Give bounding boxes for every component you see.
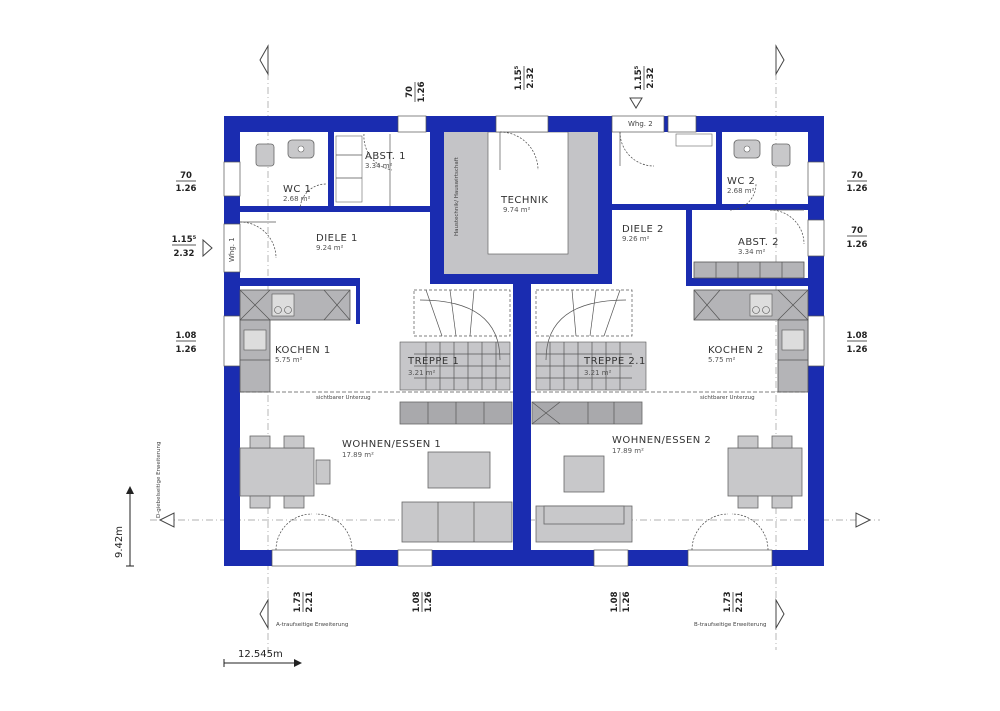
room-area-treppe1: 3.21 m² <box>408 369 436 377</box>
whg2-label: Whg. 2 <box>628 120 653 128</box>
kitchen-1-counters <box>239 289 351 393</box>
room-name-technik: TECHNIK <box>500 195 548 206</box>
svg-text:1.73: 1.73 <box>723 591 733 612</box>
right-dimensions: 70 1.26 70 1.26 1.08 1.26 <box>847 171 868 355</box>
coffee-table-1 <box>427 451 491 489</box>
giebel-label: D-giebelseitige Erweiterung <box>156 441 162 518</box>
room-name-kochen2: KOCHEN 2 <box>708 345 764 356</box>
left-dimensions: 70 1.26 1.15⁵ 2.32 1.08 1.26 <box>172 171 197 355</box>
svg-text:1.26: 1.26 <box>622 591 632 612</box>
abst2-shelves <box>693 261 805 279</box>
svg-text:1.15⁵: 1.15⁵ <box>172 235 197 245</box>
depth-dimension: 9.42m <box>114 526 125 558</box>
windows <box>223 115 825 567</box>
room-name-abst1: ABST. 1 <box>365 151 406 162</box>
room-area-kochen2: 5.75 m² <box>708 356 736 364</box>
svg-text:2.21: 2.21 <box>305 591 315 612</box>
svg-text:1.08: 1.08 <box>412 591 422 612</box>
inner-walls <box>240 116 808 566</box>
svg-text:1.26: 1.26 <box>176 345 197 355</box>
svg-text:70: 70 <box>851 226 863 236</box>
room-name-wohnen2: WOHNEN/ESSEN 2 <box>612 435 711 446</box>
room-area-abst2: 3.34 m² <box>738 248 766 256</box>
svg-text:1.73: 1.73 <box>293 591 303 612</box>
room-area-diele2: 9.26 m² <box>622 235 650 243</box>
room-name-treppe2: TREPPE 2.1 <box>583 356 646 367</box>
svg-text:1.26: 1.26 <box>847 345 868 355</box>
svg-text:1.26: 1.26 <box>417 81 427 102</box>
svg-text:1.08: 1.08 <box>847 331 868 341</box>
top-dimensions: 70 1.26 1.15⁵ 2.32 1.15⁵ 2.32 <box>405 65 656 102</box>
a-trauf-label: A-traufseitige Erweiterung <box>276 622 348 628</box>
sofa-2 <box>535 505 633 543</box>
staircase-2 <box>535 289 647 391</box>
svg-text:1.26: 1.26 <box>176 184 197 194</box>
dining-set-1 <box>239 435 331 509</box>
room-area-technik: 9.74 m² <box>503 206 531 214</box>
room-name-abst2: ABST. 2 <box>738 237 779 248</box>
svg-text:70: 70 <box>405 86 415 98</box>
room-name-wc2: WC 2 <box>727 176 755 187</box>
b-trauf-label: B-traufseitige Erweiterung <box>694 622 766 628</box>
room-area-wc2: 2.68 m² <box>727 187 755 195</box>
room-name-wc1: WC 1 <box>283 184 311 195</box>
staircase-1 <box>399 289 511 391</box>
svg-text:2.32: 2.32 <box>646 67 656 88</box>
built-in-cabinets <box>399 401 643 425</box>
room-name-treppe1: TREPPE 1 <box>407 356 459 367</box>
room-name-kochen1: KOCHEN 1 <box>275 345 331 356</box>
svg-text:1.08: 1.08 <box>610 591 620 612</box>
room-area-wohnen1: 17.89 m² <box>342 451 374 459</box>
room-area-wohnen2: 17.89 m² <box>612 447 644 455</box>
svg-text:1.08: 1.08 <box>176 331 197 341</box>
coffee-table-2 <box>563 455 605 493</box>
whg1-label: Whg. 1 <box>228 237 236 262</box>
svg-text:2.21: 2.21 <box>735 591 745 612</box>
room-area-treppe2: 3.21 m² <box>584 369 612 377</box>
svg-text:70: 70 <box>180 171 192 181</box>
haustechnik-label: Haustechnik/ Hauswirtschaft <box>454 156 460 236</box>
room-name-diele2: DIELE 2 <box>622 224 664 235</box>
svg-text:2.32: 2.32 <box>174 249 195 259</box>
room-name-wohnen1: WOHNEN/ESSEN 1 <box>342 439 441 450</box>
extension-labels: D-giebelseitige Erweiterung A-traufseiti… <box>156 441 766 628</box>
svg-text:1.15⁵: 1.15⁵ <box>514 65 524 90</box>
room-labels: ABST. 1 3.34 m² WC 1 2.68 m² TECHNIK 9.7… <box>228 120 779 459</box>
svg-text:70: 70 <box>851 171 863 181</box>
sanitary-fixtures <box>255 133 791 203</box>
width-dimension: 12.545m <box>238 649 283 660</box>
svg-text:1.26: 1.26 <box>847 184 868 194</box>
room-area-abst1: 3.34 m² <box>365 162 393 170</box>
svg-text:1.26: 1.26 <box>847 240 868 250</box>
overall-dimensions: 9.42m 12.545m <box>114 486 302 667</box>
kitchen-2-counters <box>693 289 809 393</box>
section-markers <box>158 44 872 630</box>
svg-text:2.32: 2.32 <box>526 67 536 88</box>
bottom-dimensions: 1.73 2.21 1.08 1.26 1.08 1.26 1.73 2.21 <box>293 591 745 612</box>
room-name-diele1: DIELE 1 <box>316 233 358 244</box>
svg-text:1.26: 1.26 <box>424 591 434 612</box>
svg-text:1.15⁵: 1.15⁵ <box>634 65 644 90</box>
dining-set-2 <box>727 435 803 509</box>
room-area-kochen1: 5.75 m² <box>275 356 303 364</box>
room-area-wc1: 2.68 m² <box>283 195 311 203</box>
unterzug-label-left: sichtbarer Unterzug <box>316 395 371 401</box>
unterzug-label-right: sichtbarer Unterzug <box>700 395 755 401</box>
sofa-1 <box>401 501 513 543</box>
room-area-diele1: 9.24 m² <box>316 244 344 252</box>
